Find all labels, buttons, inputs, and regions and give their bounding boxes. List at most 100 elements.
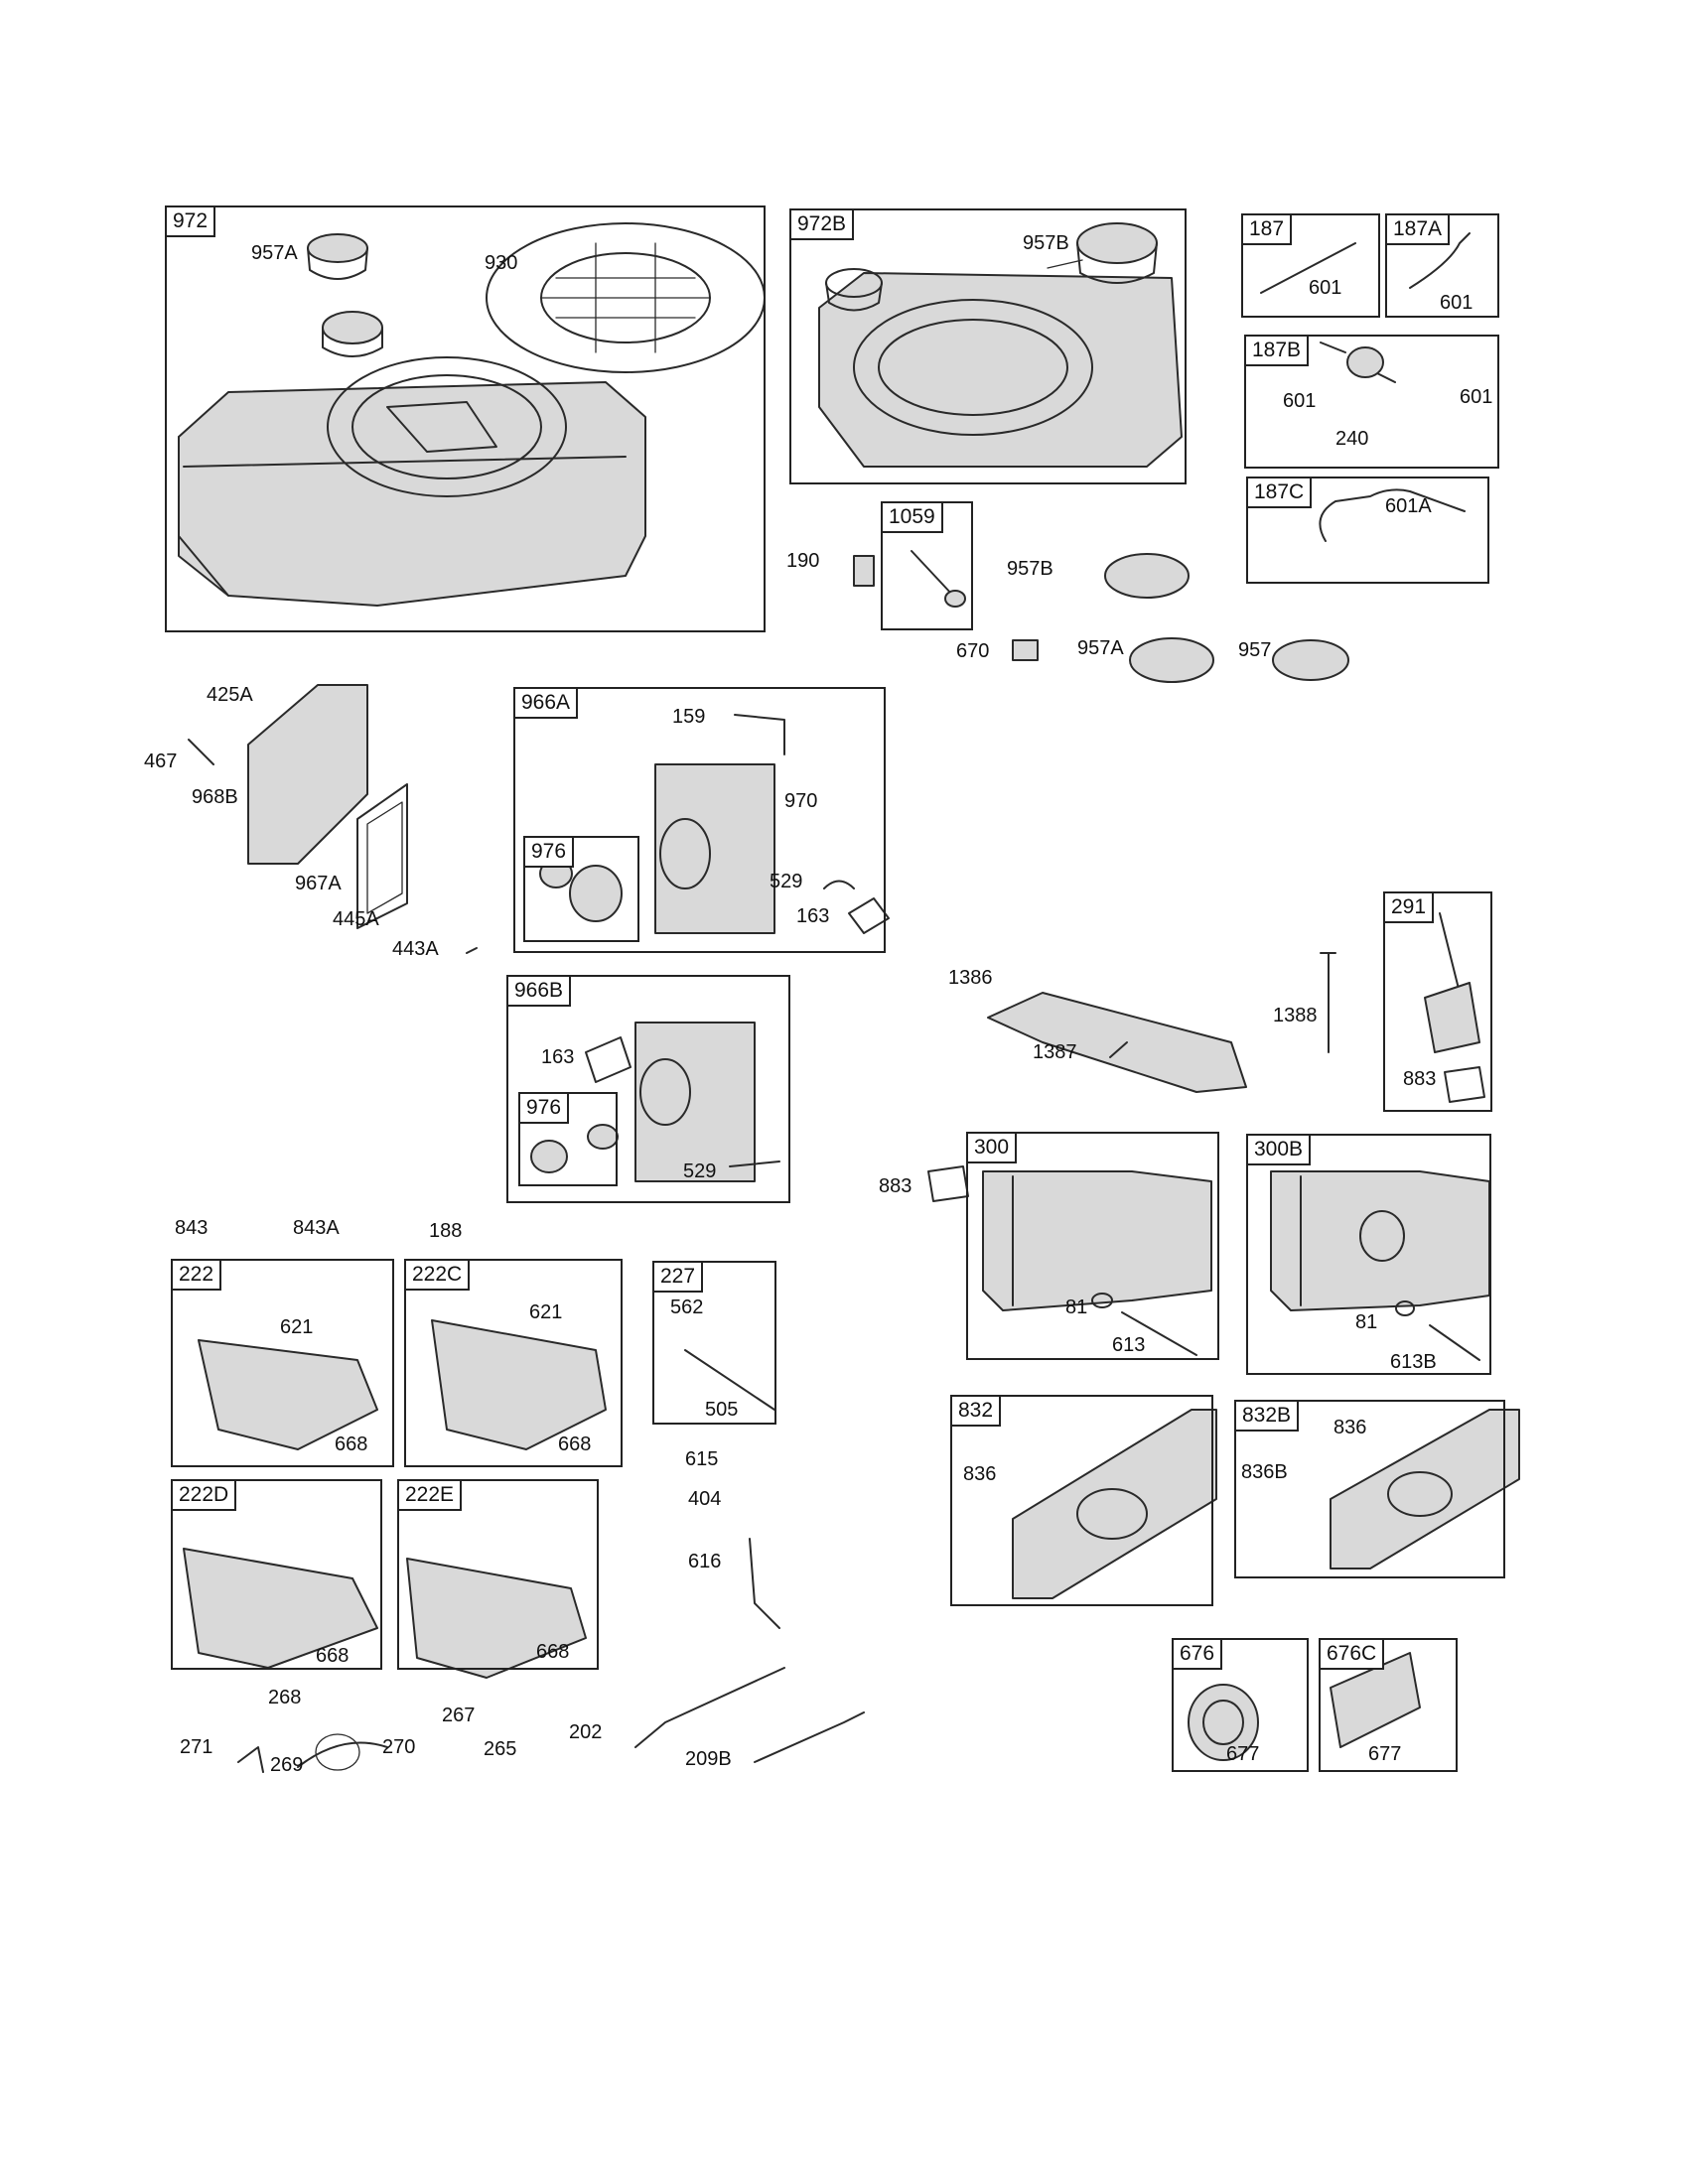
- callout-445A: 445A: [333, 908, 379, 930]
- muffler-300B-drawing: [1270, 1170, 1490, 1361]
- fittings-drawing: [853, 550, 1349, 683]
- group-label-972B: 972B: [789, 208, 855, 241]
- group-box-187B: 187B: [1244, 335, 1499, 469]
- callout-836: 836: [1333, 1417, 1367, 1438]
- muffler-guard-832-drawing: [1012, 1409, 1217, 1599]
- group-box-222: 222: [171, 1259, 394, 1467]
- callout-843A: 843A: [293, 1217, 340, 1239]
- bracket-1386-drawing: [987, 992, 1247, 1093]
- air-cleaner-drawing: [188, 684, 478, 954]
- group-box-300B: 300B: [1246, 1134, 1491, 1375]
- callout-601: 601: [1283, 390, 1317, 412]
- callout-404: 404: [688, 1488, 722, 1510]
- callout-843: 843: [175, 1217, 209, 1239]
- callout-670: 670: [956, 640, 990, 662]
- group-label-300B: 300B: [1246, 1134, 1312, 1166]
- callout-505: 505: [705, 1399, 739, 1421]
- callout-1386: 1386: [948, 967, 993, 989]
- callout-615: 615: [685, 1448, 719, 1470]
- group-label-187: 187: [1241, 213, 1293, 246]
- callout-81: 81: [1065, 1297, 1088, 1318]
- group-label-222E: 222E: [397, 1479, 463, 1512]
- callout-188: 188: [429, 1220, 463, 1242]
- callout-529: 529: [683, 1160, 717, 1182]
- group-label-676: 676: [1172, 1638, 1223, 1671]
- group-label-291: 291: [1383, 891, 1435, 924]
- fuel-lines-drawing: [1260, 232, 1471, 542]
- callout-668: 668: [558, 1433, 592, 1455]
- group-box-832: 832: [950, 1395, 1213, 1606]
- group-label-187C: 187C: [1246, 477, 1313, 509]
- callout-968B: 968B: [192, 786, 238, 808]
- fuel-tank-972-drawing: [178, 233, 646, 607]
- group-box-187A: 187A: [1385, 213, 1499, 318]
- callout-271: 271: [180, 1736, 213, 1758]
- muffler-guard-832B-drawing: [1330, 1409, 1520, 1570]
- callout-601: 601: [1460, 386, 1493, 408]
- callout-967A: 967A: [295, 873, 342, 894]
- group-label-832: 832: [950, 1395, 1002, 1428]
- group-box-676C: 676C: [1319, 1638, 1458, 1772]
- group-label-222D: 222D: [171, 1479, 237, 1512]
- callout-267: 267: [442, 1705, 476, 1726]
- group-label-222C: 222C: [404, 1259, 471, 1292]
- callout-443A: 443A: [392, 938, 439, 960]
- callout-269: 269: [270, 1754, 304, 1776]
- carburetor-966A-drawing: [539, 714, 890, 934]
- callout-163: 163: [796, 905, 830, 927]
- callout-883: 883: [879, 1175, 912, 1197]
- group-label-1059: 1059: [881, 501, 943, 534]
- callout-930: 930: [485, 252, 518, 274]
- group-label-222: 222: [171, 1259, 222, 1292]
- callout-621: 621: [529, 1301, 563, 1323]
- group-label-966A: 966A: [513, 687, 579, 720]
- callout-957B: 957B: [1007, 558, 1053, 580]
- callout-1387: 1387: [1033, 1041, 1077, 1063]
- carburetor-966B-drawing: [530, 1022, 780, 1182]
- dipstick-drawing: [1320, 912, 1485, 1103]
- callout-529: 529: [770, 871, 803, 892]
- callout-425A: 425A: [207, 684, 253, 706]
- callout-613: 613: [1112, 1334, 1146, 1356]
- group-label-227: 227: [652, 1261, 704, 1294]
- group-label-187A: 187A: [1385, 213, 1451, 246]
- springs-cables-drawing: [237, 1667, 865, 1773]
- group-box-227: 227: [652, 1261, 776, 1425]
- callout-190: 190: [786, 550, 820, 572]
- callout-616: 616: [688, 1551, 722, 1572]
- callout-668: 668: [536, 1641, 570, 1663]
- callout-163: 163: [541, 1046, 575, 1068]
- muffler-300-drawing: [927, 1165, 1212, 1356]
- callout-202: 202: [569, 1721, 603, 1743]
- group-box-976-b: 976: [518, 1092, 618, 1186]
- callout-970: 970: [784, 790, 818, 812]
- callout-668: 668: [316, 1645, 350, 1667]
- group-box-222D: 222D: [171, 1479, 382, 1670]
- group-box-222C: 222C: [404, 1259, 623, 1467]
- group-label-832B: 832B: [1234, 1400, 1300, 1433]
- callout-668: 668: [335, 1433, 368, 1455]
- group-box-966A: 966A: [513, 687, 886, 953]
- callout-957A: 957A: [1077, 637, 1124, 659]
- group-label-966B: 966B: [506, 975, 572, 1008]
- group-box-222E: 222E: [397, 1479, 599, 1670]
- group-box-291: 291: [1383, 891, 1492, 1112]
- group-label-300: 300: [966, 1132, 1018, 1164]
- callout-467: 467: [144, 751, 178, 772]
- callout-836: 836: [963, 1463, 997, 1485]
- callout-957: 957: [1238, 639, 1272, 661]
- callout-270: 270: [382, 1736, 416, 1758]
- group-box-832B: 832B: [1234, 1400, 1505, 1578]
- group-label-187B: 187B: [1244, 335, 1310, 367]
- callout-601A: 601A: [1385, 495, 1432, 517]
- callout-265: 265: [484, 1738, 517, 1760]
- callout-159: 159: [672, 706, 706, 728]
- callout-268: 268: [268, 1687, 302, 1708]
- callout-957A: 957A: [251, 242, 298, 264]
- deflectors-676-drawing: [1188, 1652, 1421, 1761]
- callout-601: 601: [1440, 292, 1474, 314]
- group-box-976-a: 976: [523, 836, 639, 942]
- group-label-976-b: 976: [518, 1092, 570, 1125]
- group-box-1059: 1059: [881, 501, 973, 630]
- group-box-966B: 966B: [506, 975, 790, 1203]
